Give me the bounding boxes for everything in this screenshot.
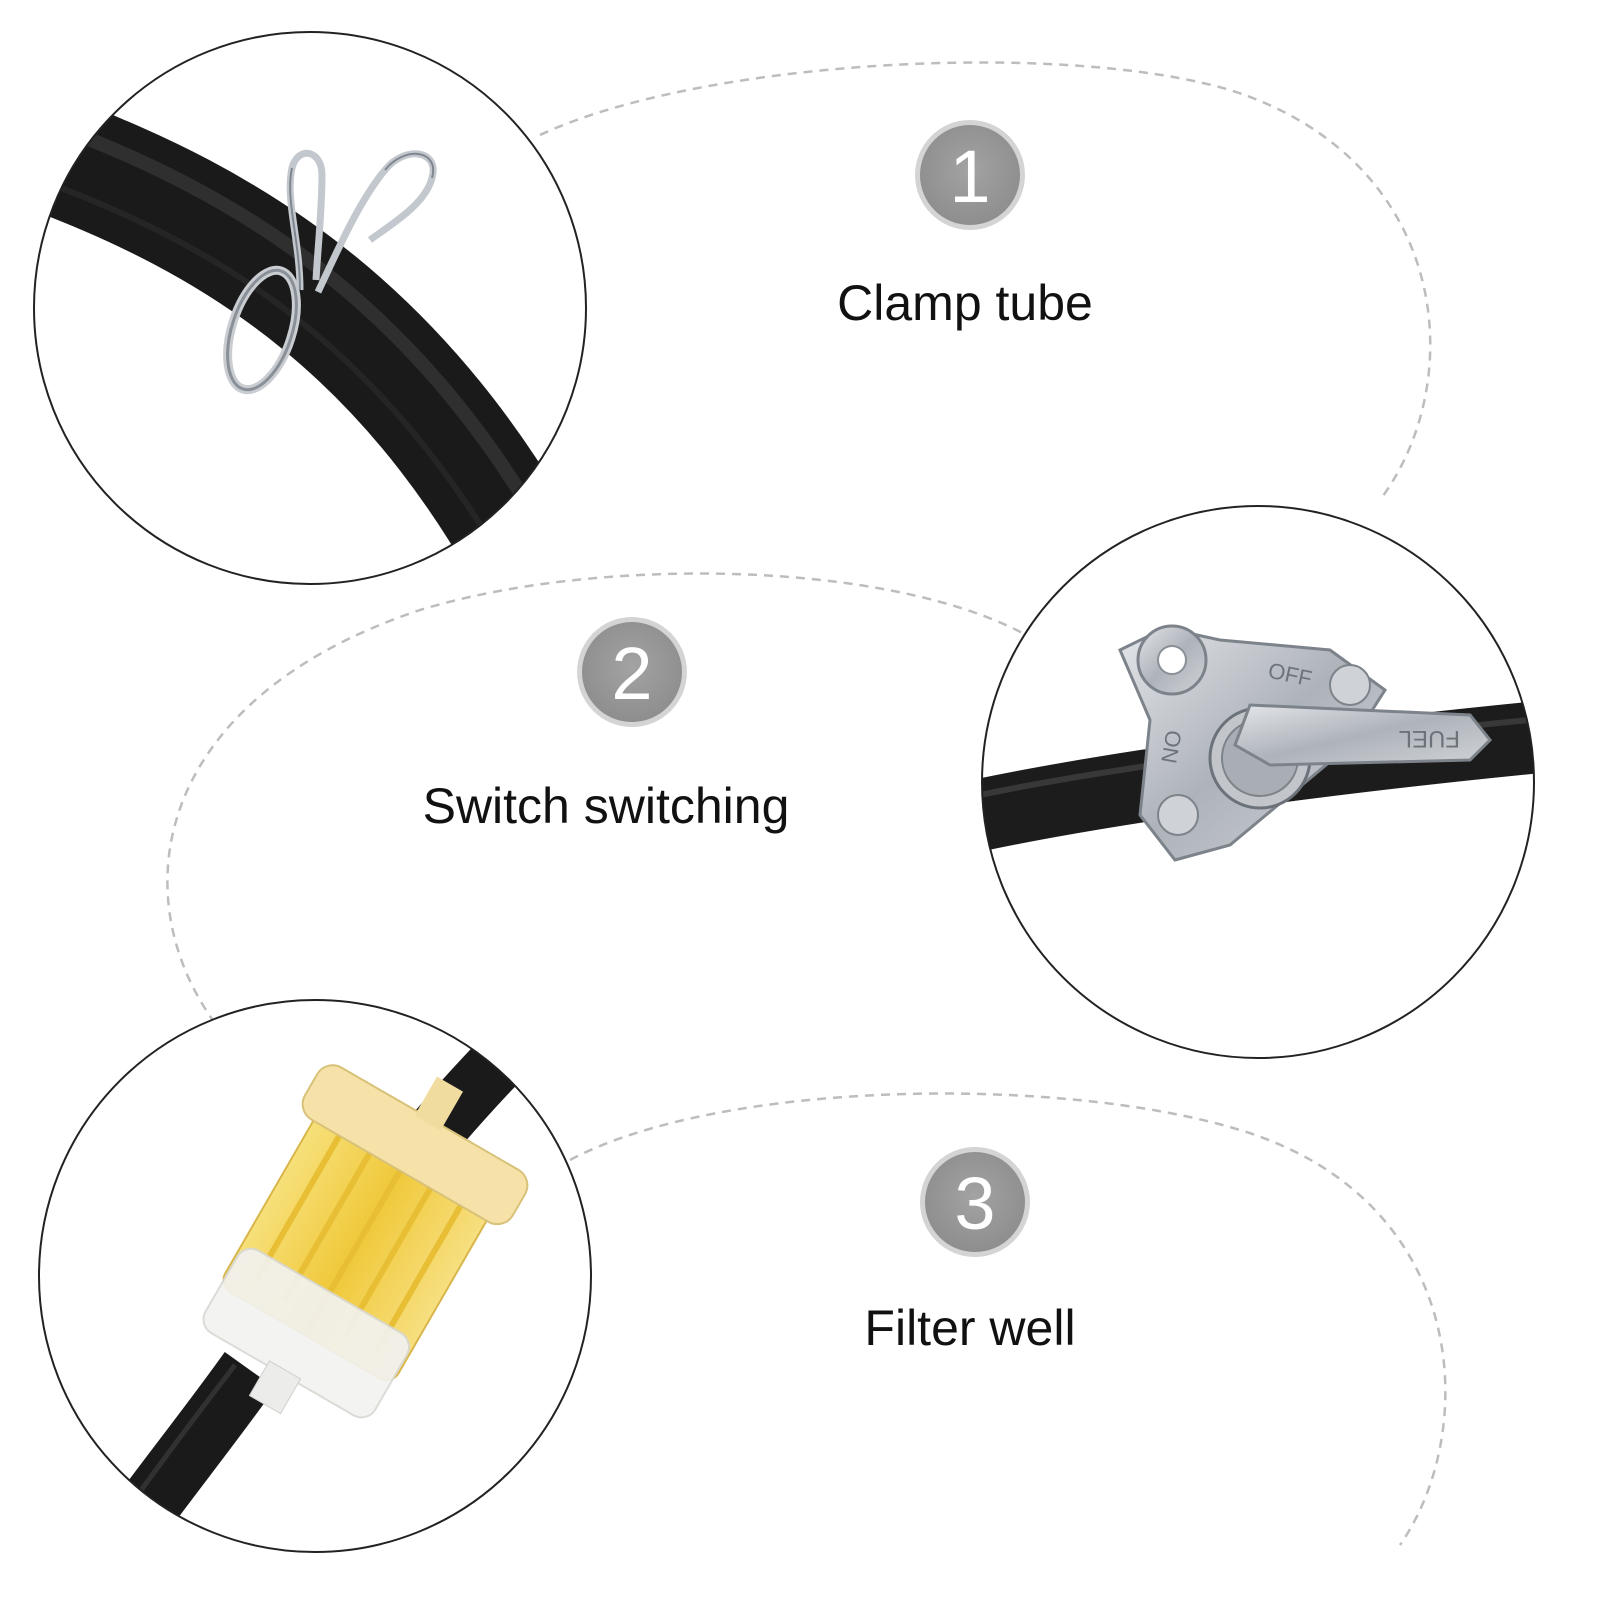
fuel-filter-photo — [54, 1019, 541, 1552]
hose-clamp-photo — [34, 94, 586, 584]
step-badge-1-inner — [920, 125, 1020, 225]
dashed-connector-lines — [166, 61, 1447, 1546]
valve-fuel-marking: FUEL — [1399, 725, 1460, 752]
feature-2: 2 Switch switching — [423, 617, 790, 834]
filter-photo-circle — [38, 999, 592, 1553]
feature-3: 3 Filter well — [864, 1147, 1076, 1356]
feature-label-1: Clamp tube — [837, 275, 1093, 331]
step-number-3: 3 — [954, 1162, 995, 1245]
step-badge-2-inner — [582, 622, 682, 722]
feature-label-3: Filter well — [864, 1300, 1075, 1356]
valve-on-marking: ON — [1156, 728, 1186, 765]
dashed-loop-2 — [166, 572, 1036, 1031]
step-badge-3-inner — [925, 1152, 1025, 1252]
feature-1: 1 Clamp tube — [837, 120, 1093, 331]
clamp-photo-circle — [33, 31, 587, 585]
feature-label-2: Switch switching — [423, 778, 790, 834]
fuel-valve-photo: OFF ON FUEL — [982, 624, 1534, 862]
valve-photo-circle: OFF ON FUEL — [981, 505, 1535, 1059]
step-number-2: 2 — [611, 632, 652, 715]
dashed-loop-1 — [539, 61, 1432, 501]
step-number-1: 1 — [949, 135, 990, 218]
